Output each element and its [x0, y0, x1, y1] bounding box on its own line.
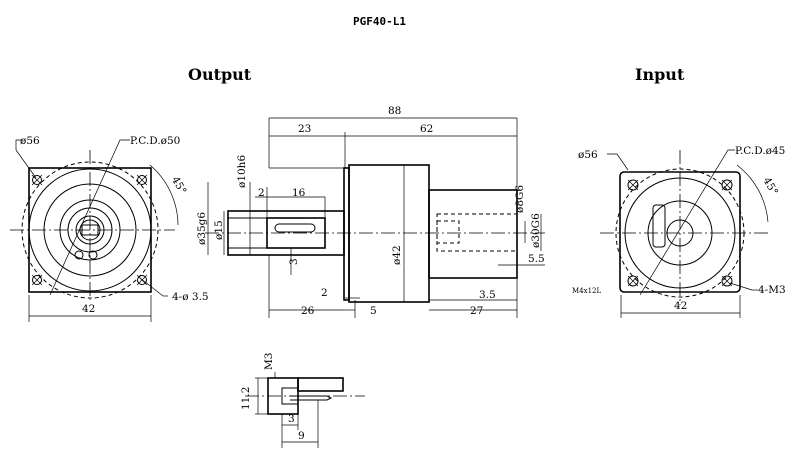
input-pcd: P.C.D.ø45 [735, 145, 785, 157]
input-bore: ø8G6 [514, 185, 526, 213]
input-view: ø56 P.C.D.ø45 45° M4x12L 4-M3 42 [572, 145, 786, 318]
output-view-label: Output [188, 65, 252, 84]
key-offset: 2 [258, 187, 265, 199]
shaft-base-dia: ø15 [213, 220, 225, 240]
detail-thread: M3 [263, 353, 275, 370]
output-angle: 45° [169, 174, 189, 196]
flange-step: 2 [321, 287, 328, 299]
output-flange-dia: ø56 [20, 135, 40, 147]
side-view: 88 23 62 ø10h6 ø35g6 ø15 ø42 ø8G6 ø30G6 … [196, 105, 545, 318]
body-length: 62 [420, 123, 433, 135]
output-view: ø56 P.C.D.ø50 45° 4-ø 3.5 42 [10, 135, 209, 322]
output-holes: 4-ø 3.5 [172, 291, 209, 303]
flange-thick: 5 [370, 305, 377, 317]
detail-height: 11.2 [240, 387, 252, 410]
input-tap: M4x12L [572, 287, 601, 295]
input-depth: 5.5 [528, 253, 545, 265]
key-height: 3 [288, 258, 300, 265]
input-angle: 45° [760, 175, 780, 197]
shaft-length: 26 [301, 305, 315, 317]
output-width: 42 [82, 303, 95, 315]
detail-depth: 9 [298, 430, 305, 442]
spigot-dia: ø35g6 [196, 212, 208, 245]
shaft-dia: ø10h6 [236, 155, 248, 188]
output-pcd: P.C.D.ø50 [130, 135, 180, 147]
key-length: 16 [292, 187, 306, 199]
input-spigot: ø30G6 [530, 213, 542, 248]
overall-length: 88 [388, 105, 401, 117]
detail-view: M3 11.2 3 9 [240, 353, 365, 448]
input-view-label: Input [635, 65, 685, 84]
input-width: 42 [674, 300, 687, 312]
drawing-title: PGF40-L1 [353, 15, 406, 28]
body-dia: ø42 [391, 245, 403, 265]
detail-depth-small: 3 [288, 413, 295, 425]
input-holes: 4-M3 [758, 284, 786, 296]
rear-length: 27 [470, 305, 483, 317]
input-flange-dia: ø56 [578, 149, 598, 161]
front-length: 23 [298, 123, 311, 135]
input-step: 3.5 [479, 289, 496, 301]
